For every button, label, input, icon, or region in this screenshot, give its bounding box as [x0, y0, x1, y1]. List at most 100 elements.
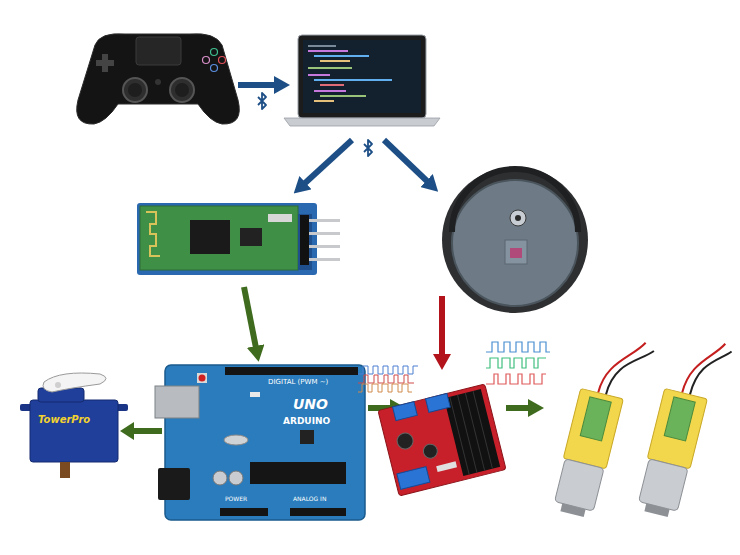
bluetooth-arrow [238, 85, 276, 109]
connector-arrow [120, 422, 162, 440]
arduino-board-part [155, 386, 199, 418]
bluetooth-arrow-part [384, 140, 428, 182]
motor-driver [378, 384, 506, 496]
arduino-board [155, 365, 365, 520]
pwm-waveform-part [358, 366, 418, 374]
game-controller [77, 34, 240, 124]
laptop-part [284, 118, 440, 126]
robot-base [442, 167, 588, 313]
pwm-waveform [358, 366, 418, 392]
motor-driver-part [426, 393, 451, 412]
dc-motor [635, 332, 733, 522]
pwm-waveform [486, 342, 550, 384]
dc-motor-part [606, 342, 654, 403]
game-controller-part [211, 65, 218, 72]
robot-base-part [505, 240, 527, 264]
pwm-waveform-part [486, 358, 546, 368]
signal-arrow-part [506, 405, 530, 411]
pwm-waveform-part [358, 384, 412, 392]
laptop-part [320, 60, 350, 62]
servo-motor-part [43, 373, 106, 392]
bluetooth-module-part [298, 214, 312, 270]
arduino-board-part [290, 508, 346, 516]
bluetooth-module-part [300, 215, 309, 265]
board-label: POWER [225, 496, 247, 503]
arduino-board-node: DIGITAL (PWM ~) UNO ARDUINO POWER ANALOG IN [165, 365, 365, 520]
game-controller-part [175, 83, 189, 97]
game-controller-part [170, 78, 194, 102]
bluetooth-arrow-part [238, 82, 276, 88]
brand-label: TowerPro [38, 414, 90, 425]
motor-driver-part [422, 443, 439, 460]
bluetooth-module-part [268, 214, 292, 222]
laptop-part [320, 95, 366, 97]
laptop-part [308, 45, 336, 47]
dc-motor-part [555, 459, 604, 511]
laptop-part [314, 90, 346, 92]
motor-driver-part [465, 393, 484, 471]
arduino-board-part [213, 471, 227, 485]
bluetooth-module-part [146, 212, 160, 256]
dc-motor-part [644, 503, 669, 517]
motor-driver-part [397, 467, 430, 490]
motor-driver-part [436, 461, 457, 472]
arduino-board-part [220, 508, 268, 516]
robot-base-part [510, 210, 526, 226]
servo-motor-part [60, 462, 70, 478]
bluetooth-module-part [304, 245, 340, 248]
laptop-part [314, 55, 369, 57]
arduino-board-part [224, 435, 248, 445]
laptop [284, 35, 440, 126]
board-label: ARDUINO [283, 417, 330, 427]
board-label: UNO [293, 397, 328, 412]
servo-motor-part [30, 400, 118, 462]
bluetooth-arrow-part [258, 93, 266, 109]
bluetooth-arrow-part [364, 140, 372, 156]
servo-motor-part [55, 382, 61, 388]
game-controller-part [136, 37, 181, 65]
board-label: DIGITAL (PWM ~) [268, 379, 328, 387]
laptop-part [303, 40, 421, 113]
servo-node: TowerPro [30, 400, 118, 462]
dc-motor-part [563, 388, 623, 469]
laptop-part [308, 50, 348, 52]
arduino-board-part [199, 375, 206, 382]
dc-motor-part [647, 388, 707, 469]
game-controller-part [96, 60, 114, 66]
robot-base-part [515, 215, 521, 221]
laptop-part [314, 79, 392, 81]
laptop-part [308, 67, 352, 69]
bluetooth-module-part [140, 206, 298, 270]
signal-arrow-part [244, 287, 256, 348]
laptop-part [314, 100, 334, 102]
arduino-board-part [250, 392, 260, 397]
bluetooth-arrow-part [304, 140, 352, 184]
robot-base-part [510, 248, 522, 258]
laptop-part [320, 84, 344, 86]
dc-motor-part [580, 397, 611, 441]
connector-arrow-part [120, 422, 134, 440]
game-controller-part [203, 57, 210, 64]
bluetooth-module-part [137, 203, 317, 275]
board-label: ANALOG IN [293, 496, 326, 503]
game-controller-part [128, 83, 142, 97]
bluetooth-module-part [190, 220, 230, 254]
robot-base-part [452, 180, 578, 306]
motor-driver-part [473, 391, 492, 469]
robot-base-part [452, 169, 578, 232]
arduino-board-part [300, 430, 314, 444]
motor-driver-part [393, 402, 418, 421]
bluetooth-module [137, 203, 340, 275]
motor-driver-part [378, 384, 506, 496]
power-arrow-part [439, 296, 445, 356]
bluetooth-module-part [304, 219, 340, 222]
pwm-waveform-part [358, 375, 414, 383]
arduino-board-part [229, 471, 243, 485]
laptop-part [298, 35, 426, 118]
bluetooth-module-part [304, 258, 340, 261]
power-arrow [442, 296, 443, 356]
